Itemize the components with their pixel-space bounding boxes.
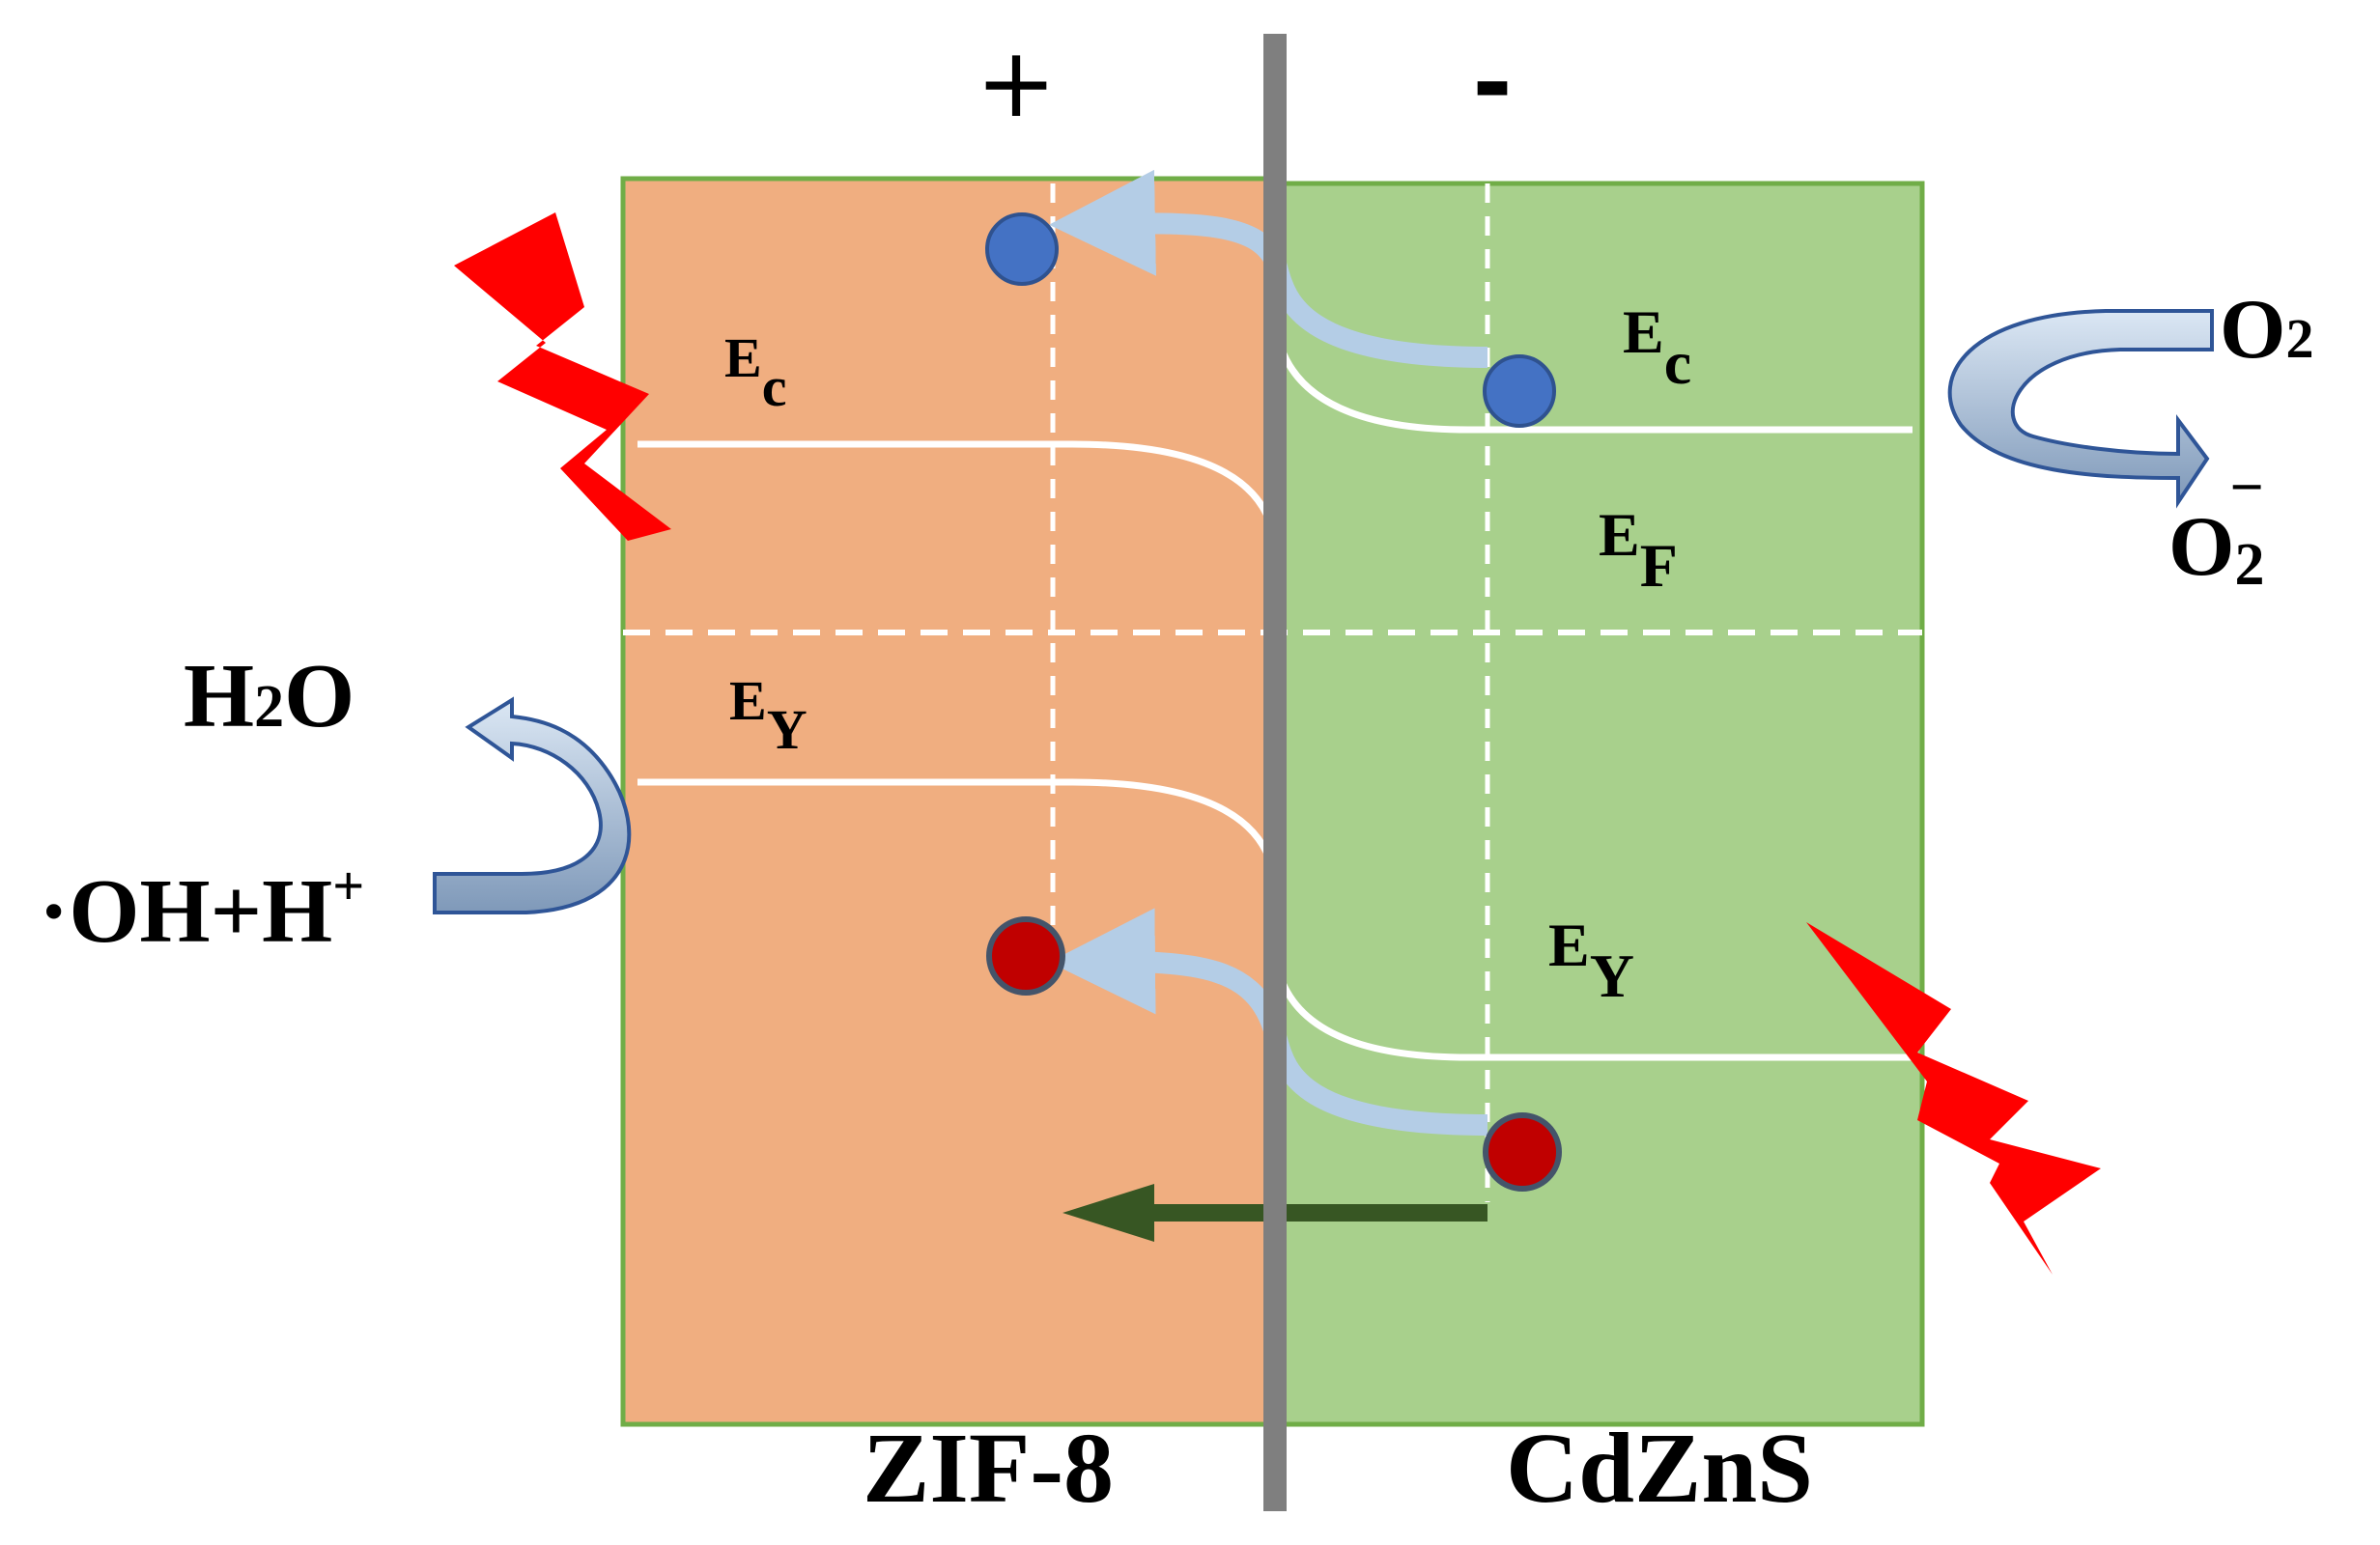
electron-icon [1483,354,1556,428]
oxygen-label: O2 [2220,283,2313,377]
internal-field-arrow [1062,1184,1488,1242]
curved-arrow-icon [1947,309,2214,509]
positive-sign: + [976,26,1057,139]
zif8-ey-label: EY [729,669,808,761]
light-bolt-icon [454,212,671,541]
cdzns-label: CdZnS [1506,1413,1813,1524]
cdzns-ey-label: EY [1548,911,1634,1010]
hydroxyl-label: ·OH+H+ [39,855,364,962]
zif8-label: ZIF-8 [863,1413,1114,1524]
curved-arrow-icon [433,696,632,914]
hole-icon [986,916,1065,996]
zif8-region [620,176,1273,1427]
cdzns-region [1267,181,1925,1427]
hole-icon [1483,1112,1562,1192]
zif8-ec-label: Ec [724,326,786,418]
cdzns-ec-label: Ec [1623,297,1691,397]
negative-sign: - [1472,26,1513,139]
cdzns-ef-label: EF [1599,500,1678,600]
superoxide-label: O2− [2168,455,2264,598]
electron-icon [985,212,1059,286]
water-label: H2O [184,646,354,746]
light-bolt-icon [1806,922,2101,1275]
interface-line [1263,34,1287,1511]
